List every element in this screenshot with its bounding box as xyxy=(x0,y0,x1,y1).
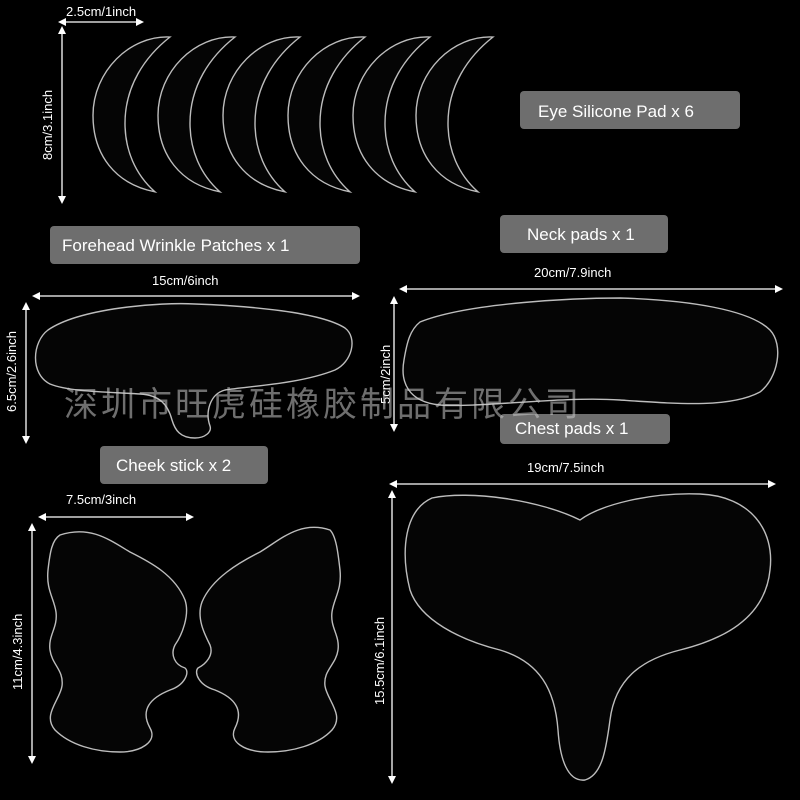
cheek-stick-left xyxy=(46,531,188,753)
chest-height-label: 15.5cm/6.1inch xyxy=(372,617,387,705)
eye-pad xyxy=(157,36,237,194)
eye-pad xyxy=(352,36,432,194)
eye-pad xyxy=(287,36,367,194)
neck-label-box xyxy=(500,215,668,253)
watermark: 深圳市旺虎硅橡胶制品有限公司 xyxy=(64,385,582,425)
forehead-label: Forehead Wrinkle Patches x 1 xyxy=(62,236,289,255)
neck-label: Neck pads x 1 xyxy=(527,225,635,244)
neck-width-label: 20cm/7.9inch xyxy=(534,265,611,280)
eye-pad xyxy=(415,36,495,194)
cheek-label-box xyxy=(100,446,268,484)
eye-label-box xyxy=(520,91,740,129)
eye-width-label: 2.5cm/1inch xyxy=(66,4,136,19)
eye-height-label: 8cm/3.1inch xyxy=(40,90,55,160)
forehead-patch xyxy=(34,302,353,439)
cheek-stick-right xyxy=(195,526,342,753)
cheek-height-label: 11cm/4.3inch xyxy=(10,614,25,690)
neck-pad xyxy=(402,297,779,407)
chest-label-box xyxy=(500,414,670,444)
chest-pad xyxy=(404,493,772,781)
forehead-label-box xyxy=(50,226,360,264)
forehead-height-label: 6.5cm/2.6inch xyxy=(4,331,19,412)
neck-height-label: 5cm/2inch xyxy=(378,345,393,404)
eye-label: Eye Silicone Pad x 6 xyxy=(538,102,694,121)
chest-width-label: 19cm/7.5inch xyxy=(527,460,604,475)
eye-pads-group xyxy=(92,36,495,194)
cheek-width-label: 7.5cm/3inch xyxy=(66,492,136,507)
eye-pad xyxy=(92,36,172,194)
cheek-label: Cheek stick x 2 xyxy=(116,456,231,475)
forehead-width-label: 15cm/6inch xyxy=(152,273,218,288)
chest-label: Chest pads x 1 xyxy=(515,419,628,438)
eye-pad xyxy=(222,36,302,194)
